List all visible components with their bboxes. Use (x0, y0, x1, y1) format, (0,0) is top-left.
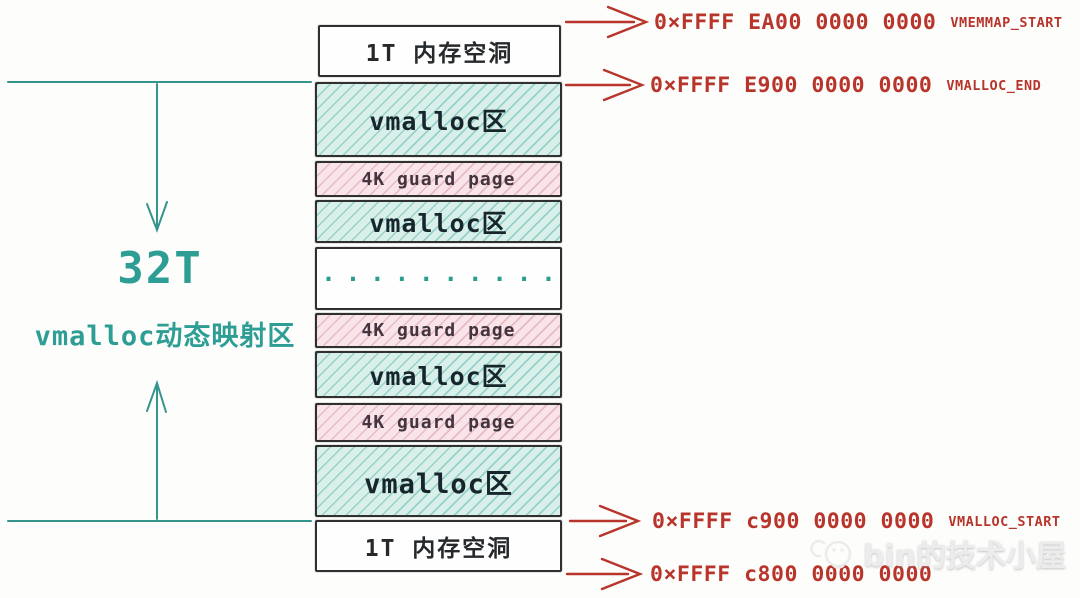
mem-row-label: 4K guard page (361, 168, 516, 190)
mem-row-memory-hole-top: 1T 内存空洞 (318, 25, 561, 77)
mem-row-ellipsis: ·········· (315, 247, 562, 310)
mem-row-guard-page: 4K guard page (315, 161, 562, 197)
mem-row-vmalloc: vmalloc区 (315, 351, 562, 398)
region-name-label: vmalloc动态映射区 (34, 321, 296, 352)
mem-row-label: vmalloc区 (369, 361, 508, 391)
mem-row-vmalloc: vmalloc区 (315, 200, 562, 243)
address-annotation: 0×FFFF c900 0000 0000 VMALLOC_START (652, 509, 1061, 535)
mem-row-label: vmalloc区 (369, 106, 508, 136)
mem-row-vmalloc: vmalloc区 (315, 445, 562, 517)
arrow-right-icon (606, 5, 650, 39)
address-value: 0×FFFF c900 0000 0000 (652, 509, 935, 534)
address-symbol: VMALLOC_END (946, 78, 1042, 94)
arrow-up-icon (146, 379, 167, 413)
arrow-right-icon (598, 504, 642, 538)
mem-row-memory-hole-bottom: 1T 内存空洞 (315, 520, 562, 572)
range-size-label: 32T (117, 243, 203, 294)
mem-row-label: 4K guard page (361, 320, 516, 341)
watermark: bin的技术小屋 (810, 531, 1066, 575)
wechat-penguin-icon (810, 539, 852, 569)
watermark-text: bin的技术小屋 (863, 539, 1067, 574)
arrow-right-icon (600, 557, 644, 591)
address-annotation: 0×FFFF E900 0000 0000 VMALLOC_END (650, 73, 1041, 99)
address-symbol: VMEMMAP_START (950, 15, 1063, 31)
ellipsis-dots: ·········· (321, 264, 566, 293)
address-annotation: 0×FFFF c800 0000 0000 (650, 562, 946, 588)
mem-row-label: vmalloc区 (369, 208, 508, 238)
arrow-right-icon (602, 68, 646, 102)
mem-row-guard-page: 4K guard page (315, 313, 562, 348)
mem-row-label: 4K guard page (361, 412, 516, 433)
mem-row-vmalloc: vmalloc区 (315, 82, 562, 157)
mem-row-label: 1T 内存空洞 (364, 536, 513, 562)
mem-row-label: vmalloc区 (364, 468, 513, 500)
address-value: 0×FFFF EA00 0000 0000 (654, 10, 937, 35)
address-annotation: 0×FFFF EA00 0000 0000 VMEMMAP_START (654, 10, 1063, 36)
address-value: 0×FFFF c800 0000 0000 (650, 562, 933, 587)
address-value: 0×FFFF E900 0000 0000 (650, 73, 933, 98)
mem-row-label: 1T 内存空洞 (365, 41, 514, 67)
address-symbol: VMALLOC_START (948, 514, 1061, 530)
mem-row-guard-page: 4K guard page (315, 403, 562, 442)
arrow-down-icon (146, 201, 168, 233)
